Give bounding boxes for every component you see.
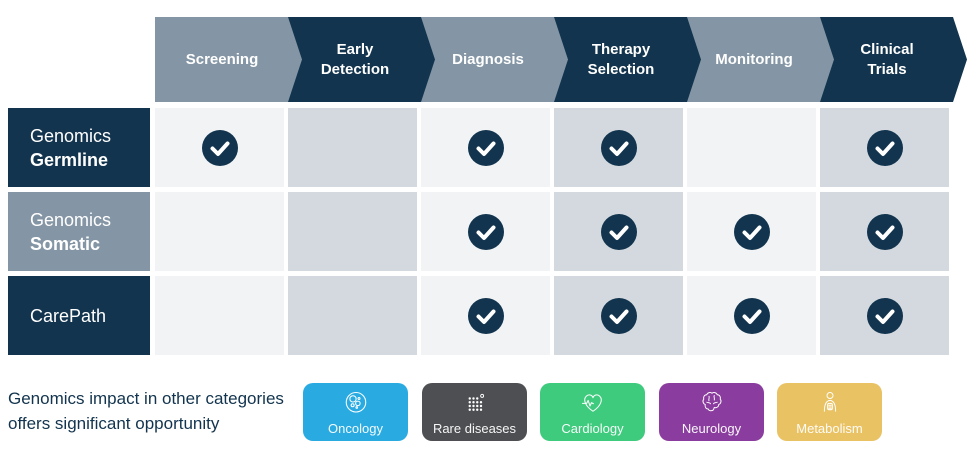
matrix-cell bbox=[687, 276, 816, 355]
stage-header-monitoring: Monitoring bbox=[687, 17, 834, 102]
check-icon bbox=[733, 297, 770, 334]
check-icon bbox=[600, 129, 637, 166]
cells-icon bbox=[345, 391, 366, 413]
matrix-cell bbox=[421, 192, 550, 271]
matrix-cell bbox=[288, 192, 417, 271]
row-label-line2: Germline bbox=[30, 149, 109, 170]
check-icon bbox=[467, 129, 504, 166]
matrix-cell bbox=[155, 276, 284, 355]
row-label: Genomics Germline bbox=[8, 108, 150, 187]
badge-label: Neurology bbox=[681, 421, 742, 436]
stage-header-label: Therapy Selection bbox=[587, 41, 655, 78]
stage-header-label: Clinical Trials bbox=[860, 41, 914, 78]
body-digestive-icon bbox=[823, 392, 836, 412]
stage-header-label: Early Detection bbox=[320, 41, 390, 78]
stage-header-therapy-selection: Therapy Selection bbox=[554, 17, 701, 102]
stage-header-label: Screening bbox=[185, 50, 259, 68]
table-row-genomics-somatic: Genomics Somatic bbox=[0, 192, 976, 271]
stage-header-label: Monitoring bbox=[715, 50, 793, 68]
footer-note: Genomics impact in other categories offe… bbox=[8, 389, 284, 433]
row-label-line1: Genomics bbox=[30, 209, 112, 230]
row-label-line1: Genomics bbox=[30, 125, 112, 146]
check-icon bbox=[866, 129, 903, 166]
check-icon bbox=[201, 129, 238, 166]
check-icon bbox=[600, 213, 637, 250]
row-label: CarePath bbox=[8, 276, 150, 355]
check-icon bbox=[733, 213, 770, 250]
row-label-line1: CarePath bbox=[30, 305, 107, 326]
stage-header-diagnosis: Diagnosis bbox=[421, 17, 568, 102]
matrix-cell bbox=[820, 276, 949, 355]
matrix-cell bbox=[288, 108, 417, 187]
matrix-cell bbox=[155, 108, 284, 187]
matrix-cell bbox=[554, 192, 683, 271]
matrix-cell bbox=[155, 192, 284, 271]
matrix-cell bbox=[687, 108, 816, 187]
table-row-carepath: CarePath bbox=[0, 276, 976, 355]
matrix-cell bbox=[421, 108, 550, 187]
matrix-cell bbox=[554, 276, 683, 355]
badge-neurology: Neurology bbox=[659, 383, 764, 441]
matrix-cell bbox=[421, 276, 550, 355]
stage-header-screening: Screening bbox=[155, 17, 302, 102]
stage-header-early-detection: Early Detection bbox=[288, 17, 435, 102]
heart-pulse-icon bbox=[581, 394, 602, 412]
matrix-cell bbox=[554, 108, 683, 187]
badge-label: Cardiology bbox=[561, 421, 624, 436]
badge-label: Metabolism bbox=[796, 421, 863, 436]
check-icon bbox=[866, 213, 903, 250]
row-label: Genomics Somatic bbox=[8, 192, 150, 271]
badge-label: Oncology bbox=[328, 421, 383, 436]
check-icon bbox=[600, 297, 637, 334]
stage-header-label: Diagnosis bbox=[452, 50, 524, 68]
check-icon bbox=[467, 297, 504, 334]
badge-rare-diseases: Rare diseases bbox=[422, 383, 527, 441]
dots-grid-icon bbox=[468, 393, 484, 411]
badge-metabolism: Metabolism bbox=[777, 383, 882, 441]
table-row-genomics-germline: Genomics Germline bbox=[0, 108, 976, 187]
brain-icon bbox=[701, 391, 722, 412]
matrix-cell bbox=[687, 192, 816, 271]
badge-cardiology: Cardiology bbox=[540, 383, 645, 441]
matrix-cell bbox=[288, 276, 417, 355]
badge-label: Rare diseases bbox=[432, 421, 517, 436]
check-icon bbox=[467, 213, 504, 250]
row-label-line2: Somatic bbox=[30, 233, 101, 254]
matrix-cell bbox=[820, 192, 949, 271]
badge-oncology: Oncology bbox=[303, 383, 408, 441]
matrix-cell bbox=[820, 108, 949, 187]
stage-header-clinical-trials: Clinical Trials bbox=[820, 17, 967, 102]
check-icon bbox=[866, 297, 903, 334]
